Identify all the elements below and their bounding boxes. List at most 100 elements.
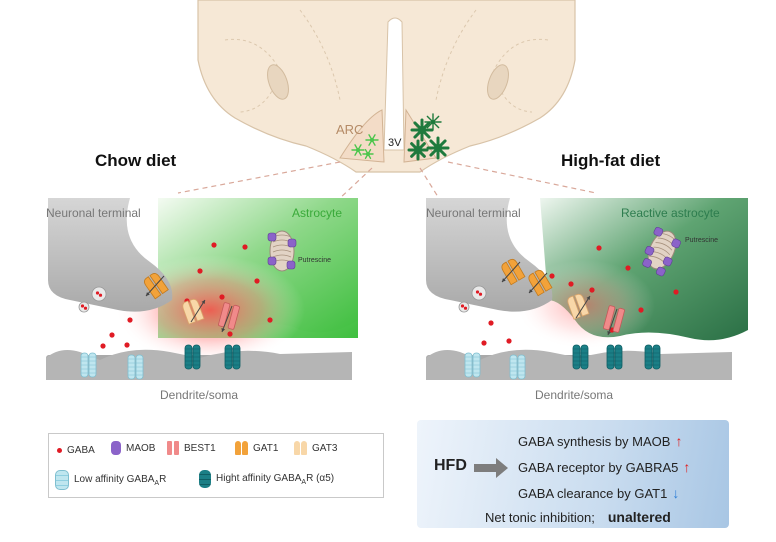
summary-line-maob: GABA synthesis by MAOB ↑ <box>518 433 683 449</box>
arrow-right-icon <box>474 458 508 478</box>
gaba-dot <box>625 265 631 271</box>
flux-arrow <box>501 261 521 283</box>
gat3-icon <box>294 441 307 455</box>
low-affinity-receptor <box>127 354 144 380</box>
gaba-dot <box>673 289 679 295</box>
gaba-dot <box>481 340 487 346</box>
flux-arrow <box>221 305 233 333</box>
maob-enzyme <box>662 256 673 267</box>
hfd-neuron-label: Neuronal terminal <box>426 206 521 220</box>
astrocyte-icon <box>351 144 365 156</box>
flux-arrow <box>145 275 165 297</box>
gat1-icon <box>235 441 248 455</box>
flux-arrow <box>575 295 591 319</box>
legend: GABA MAOB BEST1 GAT1 GAT3 <box>48 433 384 498</box>
hfd-astrocyte-label: Reactive astrocyte <box>621 206 720 220</box>
gaba-dot <box>219 294 225 300</box>
mitochondrion <box>642 226 681 277</box>
gat3-transporter <box>182 298 205 325</box>
legend-item-gat3: GAT3 <box>294 441 337 455</box>
maob-enzyme <box>267 232 277 242</box>
legend-item-gat1: GAT1 <box>235 441 278 455</box>
high-affinity-receptor <box>606 344 623 370</box>
best1-channel <box>218 302 240 330</box>
high-affinity-receptor <box>644 344 661 370</box>
maob-enzyme <box>287 238 297 248</box>
molecules-layer <box>78 226 681 380</box>
legend-item-low-affinity: Low affinity GABAAR <box>55 470 166 490</box>
legend-item-best1: BEST1 <box>167 441 216 455</box>
arc-astrocyte-stars <box>351 113 450 161</box>
up-arrow-icon: ↑ <box>675 433 683 449</box>
reactive-astrocyte-icon <box>407 139 429 161</box>
gat1-transporter <box>144 272 169 300</box>
arc-label: ARC <box>336 122 363 137</box>
chow-dendrite-label: Dendrite/soma <box>160 388 239 402</box>
gaba-dot <box>100 343 106 349</box>
maob-enzyme <box>267 256 277 266</box>
gaba-dot <box>596 245 602 251</box>
high-affinity-receptor <box>572 344 589 370</box>
ventricle-label: 3V <box>388 137 402 149</box>
gaba-dot <box>254 278 260 284</box>
neuron-terminal-shape <box>426 198 553 312</box>
legend-item-high-affinity: Hight affinity GABAAR (α5) <box>199 470 334 488</box>
gaba-dot <box>227 331 233 337</box>
maob-enzyme <box>644 245 655 256</box>
up-arrow-icon: ↑ <box>683 459 691 475</box>
best1-icon <box>167 441 179 455</box>
reactive-astrocyte-icon <box>426 136 450 160</box>
summary-line-gabra5: GABA receptor by GABRA5 ↑ <box>518 459 691 475</box>
reactive-astrocyte-icon <box>424 113 442 131</box>
chow-putrescine-label: Putrescine <box>298 257 332 264</box>
down-arrow-icon: ↓ <box>672 485 680 501</box>
gaba-dot <box>197 268 203 274</box>
high-affinity-receptor-icon <box>199 470 211 488</box>
legend-item-gaba: GABA <box>57 445 95 456</box>
gaba-dot <box>568 281 574 287</box>
flux-arrow <box>607 308 618 336</box>
gaba-dot <box>488 320 494 326</box>
flux-arrow <box>190 299 206 323</box>
gaba-dot <box>242 244 248 250</box>
vesicle <box>471 285 487 301</box>
gaba-dot <box>589 287 595 293</box>
maob-enzyme <box>656 266 666 277</box>
gat3-transporter <box>567 293 590 320</box>
vesicle <box>91 286 107 302</box>
gaba-dot-icon <box>57 448 62 453</box>
hfd-label: HFD <box>434 457 467 474</box>
chow-astrocyte-label: Astrocyte <box>292 206 343 220</box>
summary-line-gat1: GABA clearance by GAT1 ↓ <box>518 485 680 501</box>
gaba-dot <box>638 307 644 313</box>
summary-net: Net tonic inhibition; unaltered <box>485 509 671 525</box>
projection-lines <box>177 161 597 201</box>
gaba-dot <box>506 338 512 344</box>
high-affinity-receptor <box>184 344 201 370</box>
low-affinity-receptor-icon <box>55 470 69 490</box>
gaba-dot <box>549 273 555 279</box>
low-affinity-receptor <box>509 354 526 380</box>
vesicle <box>78 301 90 313</box>
reactive-astrocyte-icon <box>410 118 434 142</box>
low-affinity-receptor <box>464 352 481 378</box>
vesicle <box>458 301 470 313</box>
maob-enzyme <box>286 260 296 270</box>
gaba-dot <box>127 317 133 323</box>
brain-section <box>197 0 576 173</box>
neuron-terminal-shape <box>48 198 173 312</box>
gaba-dot <box>211 242 217 248</box>
flux-arrow <box>528 272 548 294</box>
summary-box: HFD GABA synthesis by MAOB ↑ GABA recept… <box>417 420 729 528</box>
gaba-dot <box>124 342 130 348</box>
high-affinity-receptor <box>224 344 241 370</box>
hfd-title: High-fat diet <box>561 151 661 170</box>
mitochondrion <box>267 230 297 272</box>
chow-title: Chow diet <box>95 151 177 170</box>
chow-neuron-label: Neuronal terminal <box>46 206 141 220</box>
maob-enzyme <box>642 258 652 268</box>
hfd-putrescine-label: Putrescine <box>685 237 719 244</box>
gaba-dot <box>109 332 115 338</box>
